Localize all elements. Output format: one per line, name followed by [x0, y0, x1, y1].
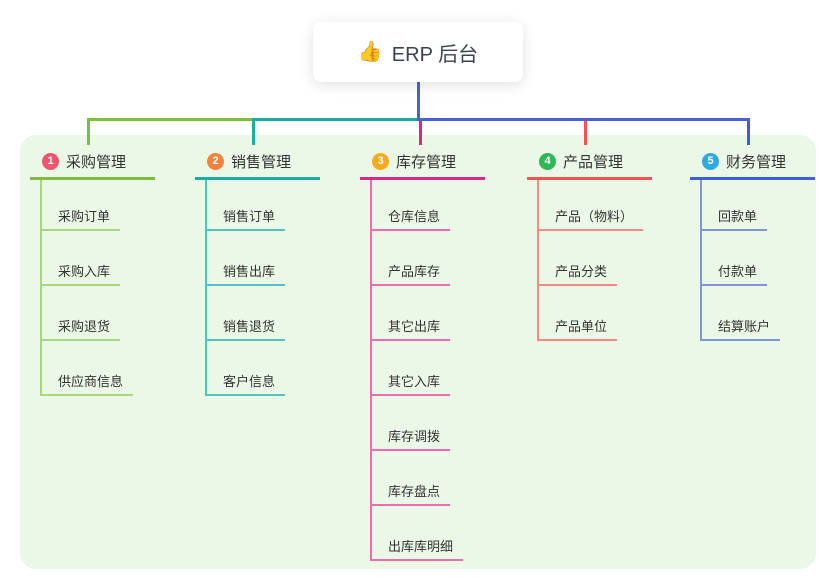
child-node[interactable]: 产品（物料）: [537, 204, 644, 231]
child-node[interactable]: 仓库信息: [370, 204, 451, 231]
branches-background-panel: [20, 135, 816, 569]
branch-drop-line: [747, 118, 750, 145]
child-node[interactable]: 出库库明细: [370, 534, 464, 561]
child-node[interactable]: 供应商信息: [40, 369, 134, 396]
branch-children-connector: [205, 177, 207, 396]
child-node[interactable]: 采购订单: [40, 204, 121, 231]
child-node[interactable]: 采购入库: [40, 259, 121, 286]
branch-label: 财务管理: [726, 154, 787, 171]
branch-number-badge: 5: [702, 153, 719, 170]
child-node[interactable]: 付款单: [700, 259, 768, 286]
branch-drop-line: [87, 118, 90, 145]
branch-children-connector: [700, 177, 702, 341]
child-node[interactable]: 产品库存: [370, 259, 451, 286]
root-stem-line: [417, 82, 420, 121]
child-node[interactable]: 其它入库: [370, 369, 451, 396]
child-node[interactable]: 产品单位: [537, 314, 618, 341]
branch-label: 库存管理: [396, 154, 457, 171]
child-node[interactable]: 客户信息: [205, 369, 286, 396]
branch-title-node[interactable]: 5 财务管理: [690, 151, 815, 180]
branch-drop-line: [584, 118, 587, 145]
branch-title-node[interactable]: 2 销售管理: [195, 151, 320, 180]
child-node[interactable]: 结算账户: [700, 314, 781, 341]
child-node[interactable]: 采购退货: [40, 314, 121, 341]
branch-label: 销售管理: [231, 154, 292, 171]
branch-label: 采购管理: [66, 154, 127, 171]
child-node[interactable]: 回款单: [700, 204, 768, 231]
root-node[interactable]: 👍 ERP 后台: [313, 22, 523, 82]
branch-title-node[interactable]: 4 产品管理: [527, 151, 652, 180]
branch-label: 产品管理: [563, 154, 624, 171]
child-node[interactable]: 库存盘点: [370, 479, 451, 506]
branch-number-badge: 2: [207, 153, 224, 170]
child-node[interactable]: 销售订单: [205, 204, 286, 231]
child-node[interactable]: 库存调拨: [370, 424, 451, 451]
branch-children-connector: [40, 177, 42, 396]
trunk-segment-left: [87, 118, 255, 121]
child-node[interactable]: 其它出库: [370, 314, 451, 341]
child-node[interactable]: 销售退货: [205, 314, 286, 341]
branch-number-badge: 1: [42, 153, 59, 170]
branch-children-connector: [370, 177, 372, 561]
root-label: ERP 后台: [391, 43, 479, 66]
trunk-segment-middle: [252, 118, 417, 121]
branch-number-badge: 3: [372, 153, 389, 170]
child-node[interactable]: 销售出库: [205, 259, 286, 286]
branch-drop-line: [419, 118, 422, 145]
trunk-segment-right: [417, 118, 750, 121]
child-node[interactable]: 产品分类: [537, 259, 618, 286]
thumbs-up-icon: 👍: [357, 41, 383, 63]
branch-number-badge: 4: [539, 153, 556, 170]
branch-drop-line: [252, 118, 255, 145]
branch-title-node[interactable]: 1 采购管理: [30, 151, 155, 180]
branch-children-connector: [537, 177, 539, 341]
branch-title-node[interactable]: 3 库存管理: [360, 151, 485, 180]
